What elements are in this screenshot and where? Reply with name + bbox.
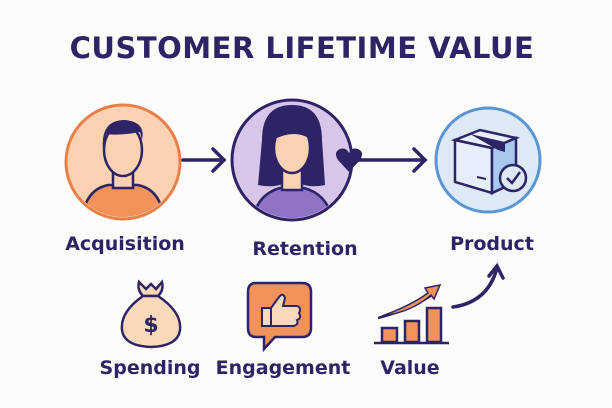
page-title: CUSTOMER LIFETIME VALUE xyxy=(70,31,535,65)
thumbs-up-bubble-icon xyxy=(246,281,313,353)
metric-label: Engagement xyxy=(216,357,351,379)
stage-label: Acquisition xyxy=(65,233,185,255)
metric-label: Spending xyxy=(100,357,201,379)
growth-chart-icon xyxy=(374,283,449,345)
package-check-icon xyxy=(434,106,542,214)
metric-label: Value xyxy=(380,357,439,379)
stage-label: Retention xyxy=(252,238,357,260)
woman-avatar-icon xyxy=(230,98,354,222)
money-bag-icon: $ xyxy=(120,279,182,349)
heart-icon xyxy=(335,148,363,172)
metric-value: Value xyxy=(374,283,449,379)
metric-spending: $ Spending xyxy=(100,279,201,379)
stage-retention: Retention xyxy=(230,98,363,260)
stage-acquisition: Acquisition xyxy=(64,103,185,255)
arrow-icon xyxy=(351,147,428,173)
man-avatar-icon xyxy=(64,103,182,221)
stage-label: Product xyxy=(450,233,534,255)
curved-arrow-icon xyxy=(451,262,505,309)
arrow-icon xyxy=(181,147,227,173)
stage-product: Product xyxy=(434,106,542,255)
svg-text:$: $ xyxy=(143,313,158,338)
metric-engagement: Engagement xyxy=(216,281,351,379)
